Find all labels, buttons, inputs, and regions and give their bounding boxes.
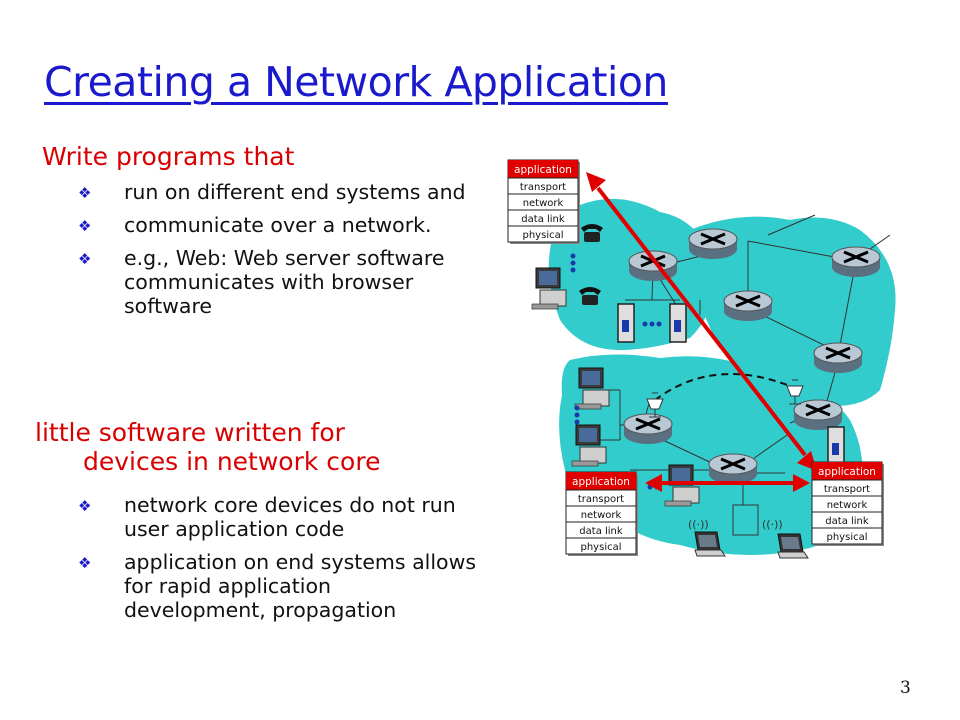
bullet-text: application on end systems allows for ra… <box>124 550 477 622</box>
satellite-link <box>654 373 796 401</box>
diamond-bullet-icon: ❖ <box>78 497 92 515</box>
phone-icon <box>581 224 603 242</box>
server-icon <box>827 426 845 466</box>
server-icon <box>617 303 635 343</box>
router-icon <box>687 227 739 261</box>
heading-little-software: little software written for devices in n… <box>35 418 475 476</box>
stack-layer-network: network <box>523 198 564 209</box>
wireless-signal-icon: ((·)) <box>688 518 709 531</box>
stack-layer-physical: physical <box>827 532 868 543</box>
bullet-item: ❖ application on end systems allows for r… <box>78 550 478 622</box>
stack-layer-network: network <box>827 500 868 511</box>
stack-layer-application: application <box>514 164 572 176</box>
protocol-stack-bottom-left: application transport network data link … <box>565 471 638 556</box>
page-number: 3 <box>900 678 911 698</box>
bullet-text: communicate over a network. <box>124 213 432 237</box>
diamond-bullet-icon: ❖ <box>78 250 92 268</box>
stack-layer-application: application <box>818 466 876 478</box>
bullet-item: ❖ e.g., Web: Web server software communic… <box>78 246 478 318</box>
router-icon <box>707 452 759 486</box>
diamond-bullet-icon: ❖ <box>78 554 92 572</box>
diamond-bullet-icon: ❖ <box>78 217 92 235</box>
router-icon <box>627 249 679 283</box>
router-icon <box>812 341 864 375</box>
stack-layer-transport: transport <box>824 484 870 495</box>
wireless-signal-icon: ((·)) <box>762 518 783 531</box>
stack-layer-physical: physical <box>581 542 622 553</box>
stack-layer-data-link: data link <box>521 214 565 225</box>
bullet-item: ❖ network core devices do not run user ap… <box>78 493 478 541</box>
stack-layer-data-link: data link <box>825 516 869 527</box>
stack-layer-application: application <box>572 476 630 488</box>
router-icon <box>830 245 882 279</box>
heading-line-2: devices in network core <box>83 447 381 476</box>
bullet-text: network core devices do not run user app… <box>124 493 456 541</box>
communication-arrows <box>586 172 817 492</box>
stack-layer-transport: transport <box>520 182 566 193</box>
bullet-text: e.g., Web: Web server software communica… <box>124 246 445 318</box>
bullet-item: ❖ run on different end systems and <box>78 180 478 204</box>
slide-title: Creating a Network Application <box>44 58 668 106</box>
heading-write-programs: Write programs that <box>42 142 295 171</box>
router-icon <box>722 289 774 323</box>
phone-icon <box>579 287 601 305</box>
router-icon <box>622 412 674 446</box>
bullet-list-2: ❖ network core devices do not run user ap… <box>78 493 478 631</box>
stack-layer-data-link: data link <box>579 526 623 537</box>
stack-layer-network: network <box>581 510 622 521</box>
protocol-stack-top: application transport network data link … <box>507 159 580 244</box>
stack-layer-transport: transport <box>578 494 624 505</box>
diamond-bullet-icon: ❖ <box>78 184 92 202</box>
network-diagram: ((·)) ((·)) application transport networ… <box>507 159 896 559</box>
server-icon <box>669 303 687 343</box>
bullet-list-1: ❖ run on different end systems and ❖ commu… <box>78 180 478 327</box>
heading-line-1: little software written for <box>35 418 345 447</box>
router-icon <box>792 398 844 432</box>
bullet-text: run on different end systems and <box>124 180 466 204</box>
bullet-item: ❖ communicate over a network. <box>78 213 478 237</box>
stack-layer-physical: physical <box>523 230 564 241</box>
protocol-stack-bottom-right: application transport network data link … <box>811 461 884 546</box>
